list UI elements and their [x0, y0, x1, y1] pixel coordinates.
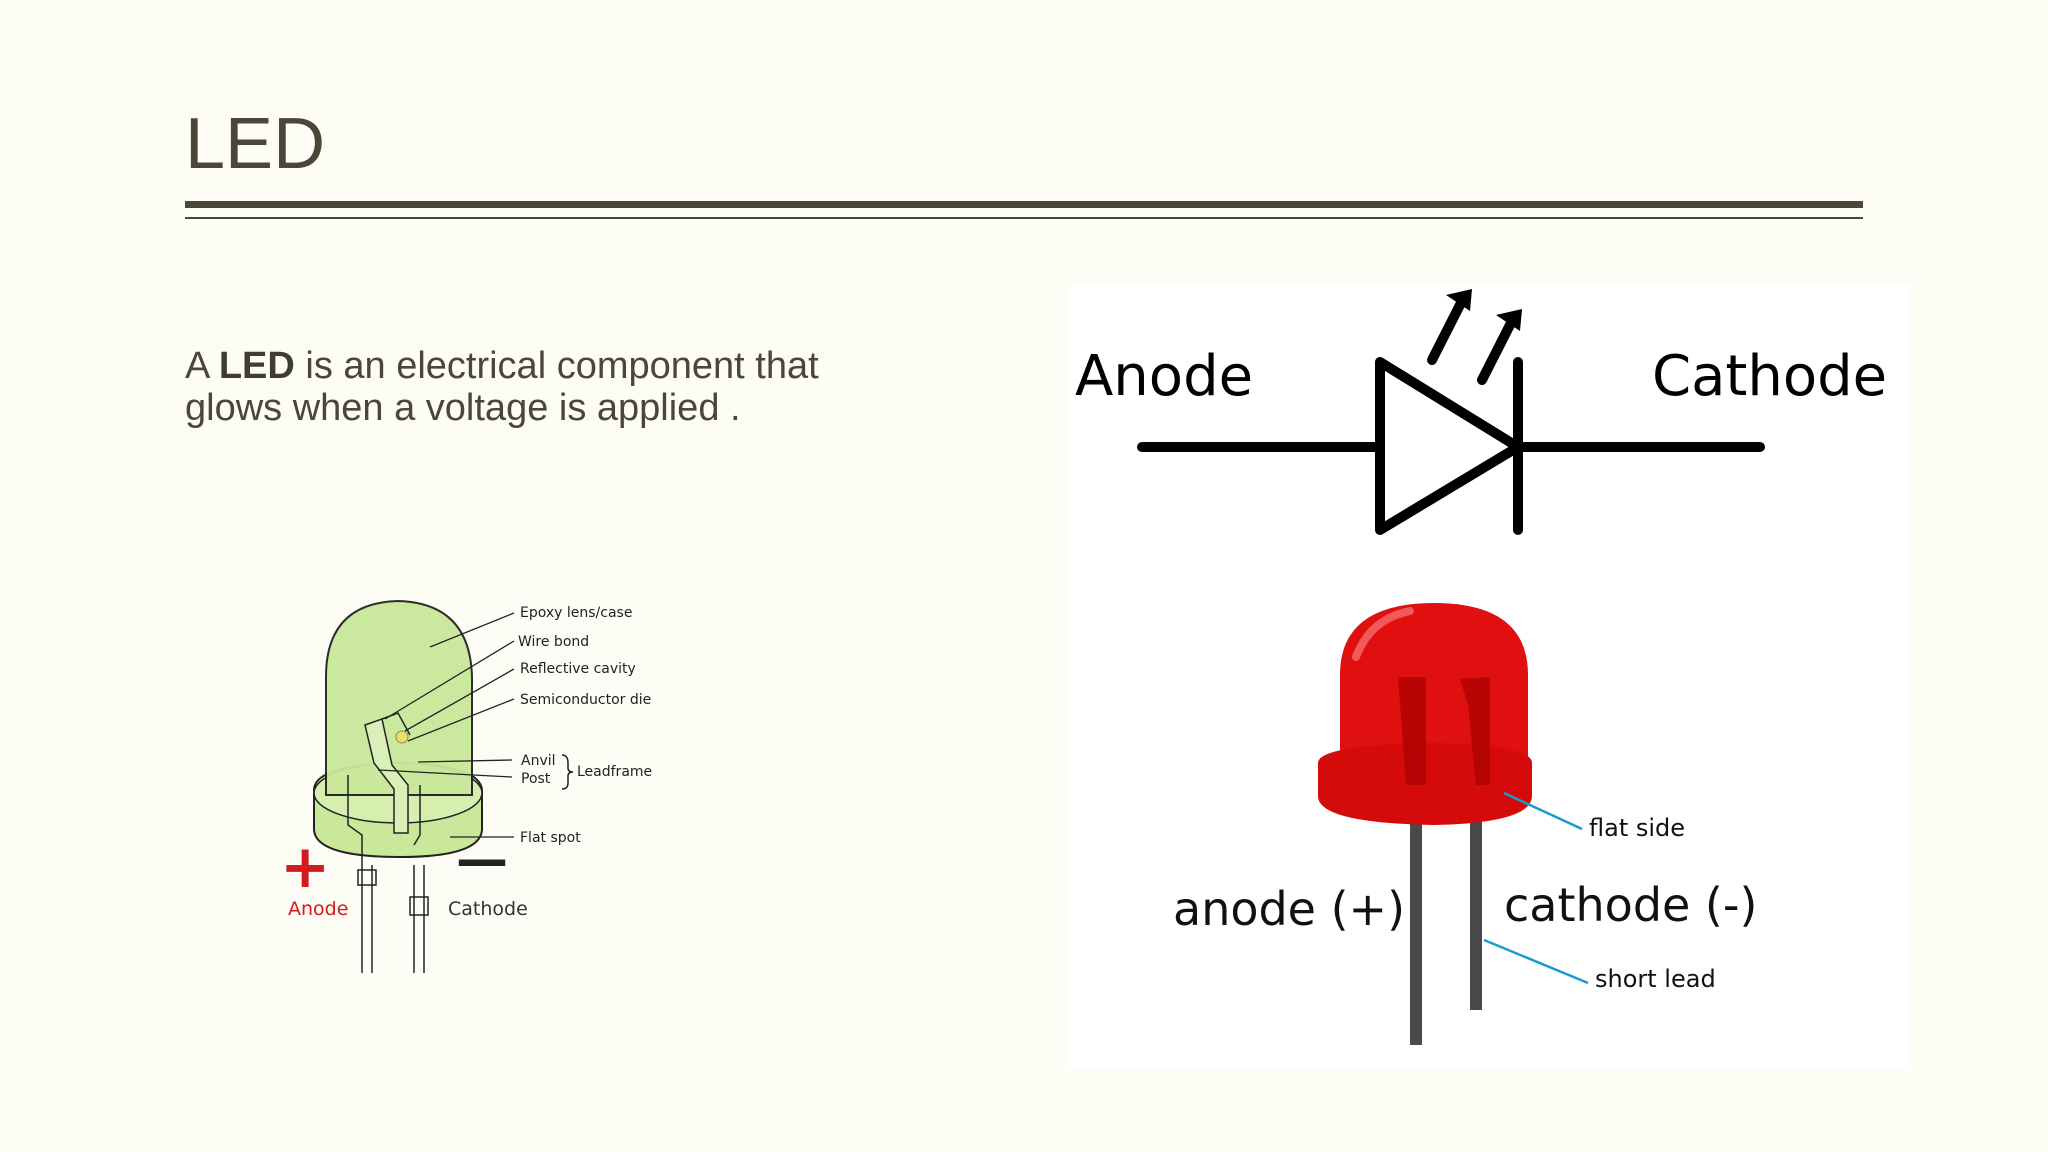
plus-sign: + [280, 832, 330, 902]
symbol-anode-label: Anode [1075, 344, 1253, 409]
label-leadframe: Leadframe [577, 764, 652, 780]
light-arrow-1 [1446, 289, 1472, 311]
anode-plus-label: anode (+) [1173, 882, 1405, 936]
label-cavity: Reflective cavity [520, 661, 636, 677]
cathode-label-left: Cathode [448, 898, 528, 920]
body-text: A LED is an electrical component that gl… [185, 345, 885, 429]
label-flat-spot: Flat spot [520, 830, 581, 846]
anode-label-left: Anode [288, 898, 348, 920]
title-rule-thick [185, 201, 1863, 208]
cathode-minus-label: cathode (-) [1504, 878, 1757, 932]
label-wire-bond: Wire bond [518, 634, 589, 650]
light-arrow-2 [1496, 309, 1522, 331]
label-anvil: Anvil [521, 753, 556, 769]
body-bold: LED [218, 345, 295, 387]
flat-side-label: flat side [1589, 814, 1685, 842]
label-die: Semiconductor die [520, 692, 651, 708]
symbol-cathode-label: Cathode [1652, 344, 1887, 409]
red-led-photo [1318, 603, 1532, 1045]
diode-symbol [1137, 292, 1765, 535]
label-post: Post [521, 771, 551, 787]
led-anatomy-diagram: Epoxy lens/case Wire bond Reflective cav… [270, 585, 690, 985]
body-prefix: A [185, 345, 219, 387]
led-symbol-and-photo: Anode Cathode flat side anode (+) cathod… [1070, 285, 1910, 1070]
title-rule-thin [185, 217, 1863, 219]
short-lead-label: short lead [1595, 965, 1716, 993]
slide-title: LED [185, 104, 326, 184]
label-epoxy: Epoxy lens/case [520, 605, 632, 621]
body-suffix: is an electrical component that glows wh… [185, 345, 819, 429]
minus-sign: — [456, 830, 508, 890]
